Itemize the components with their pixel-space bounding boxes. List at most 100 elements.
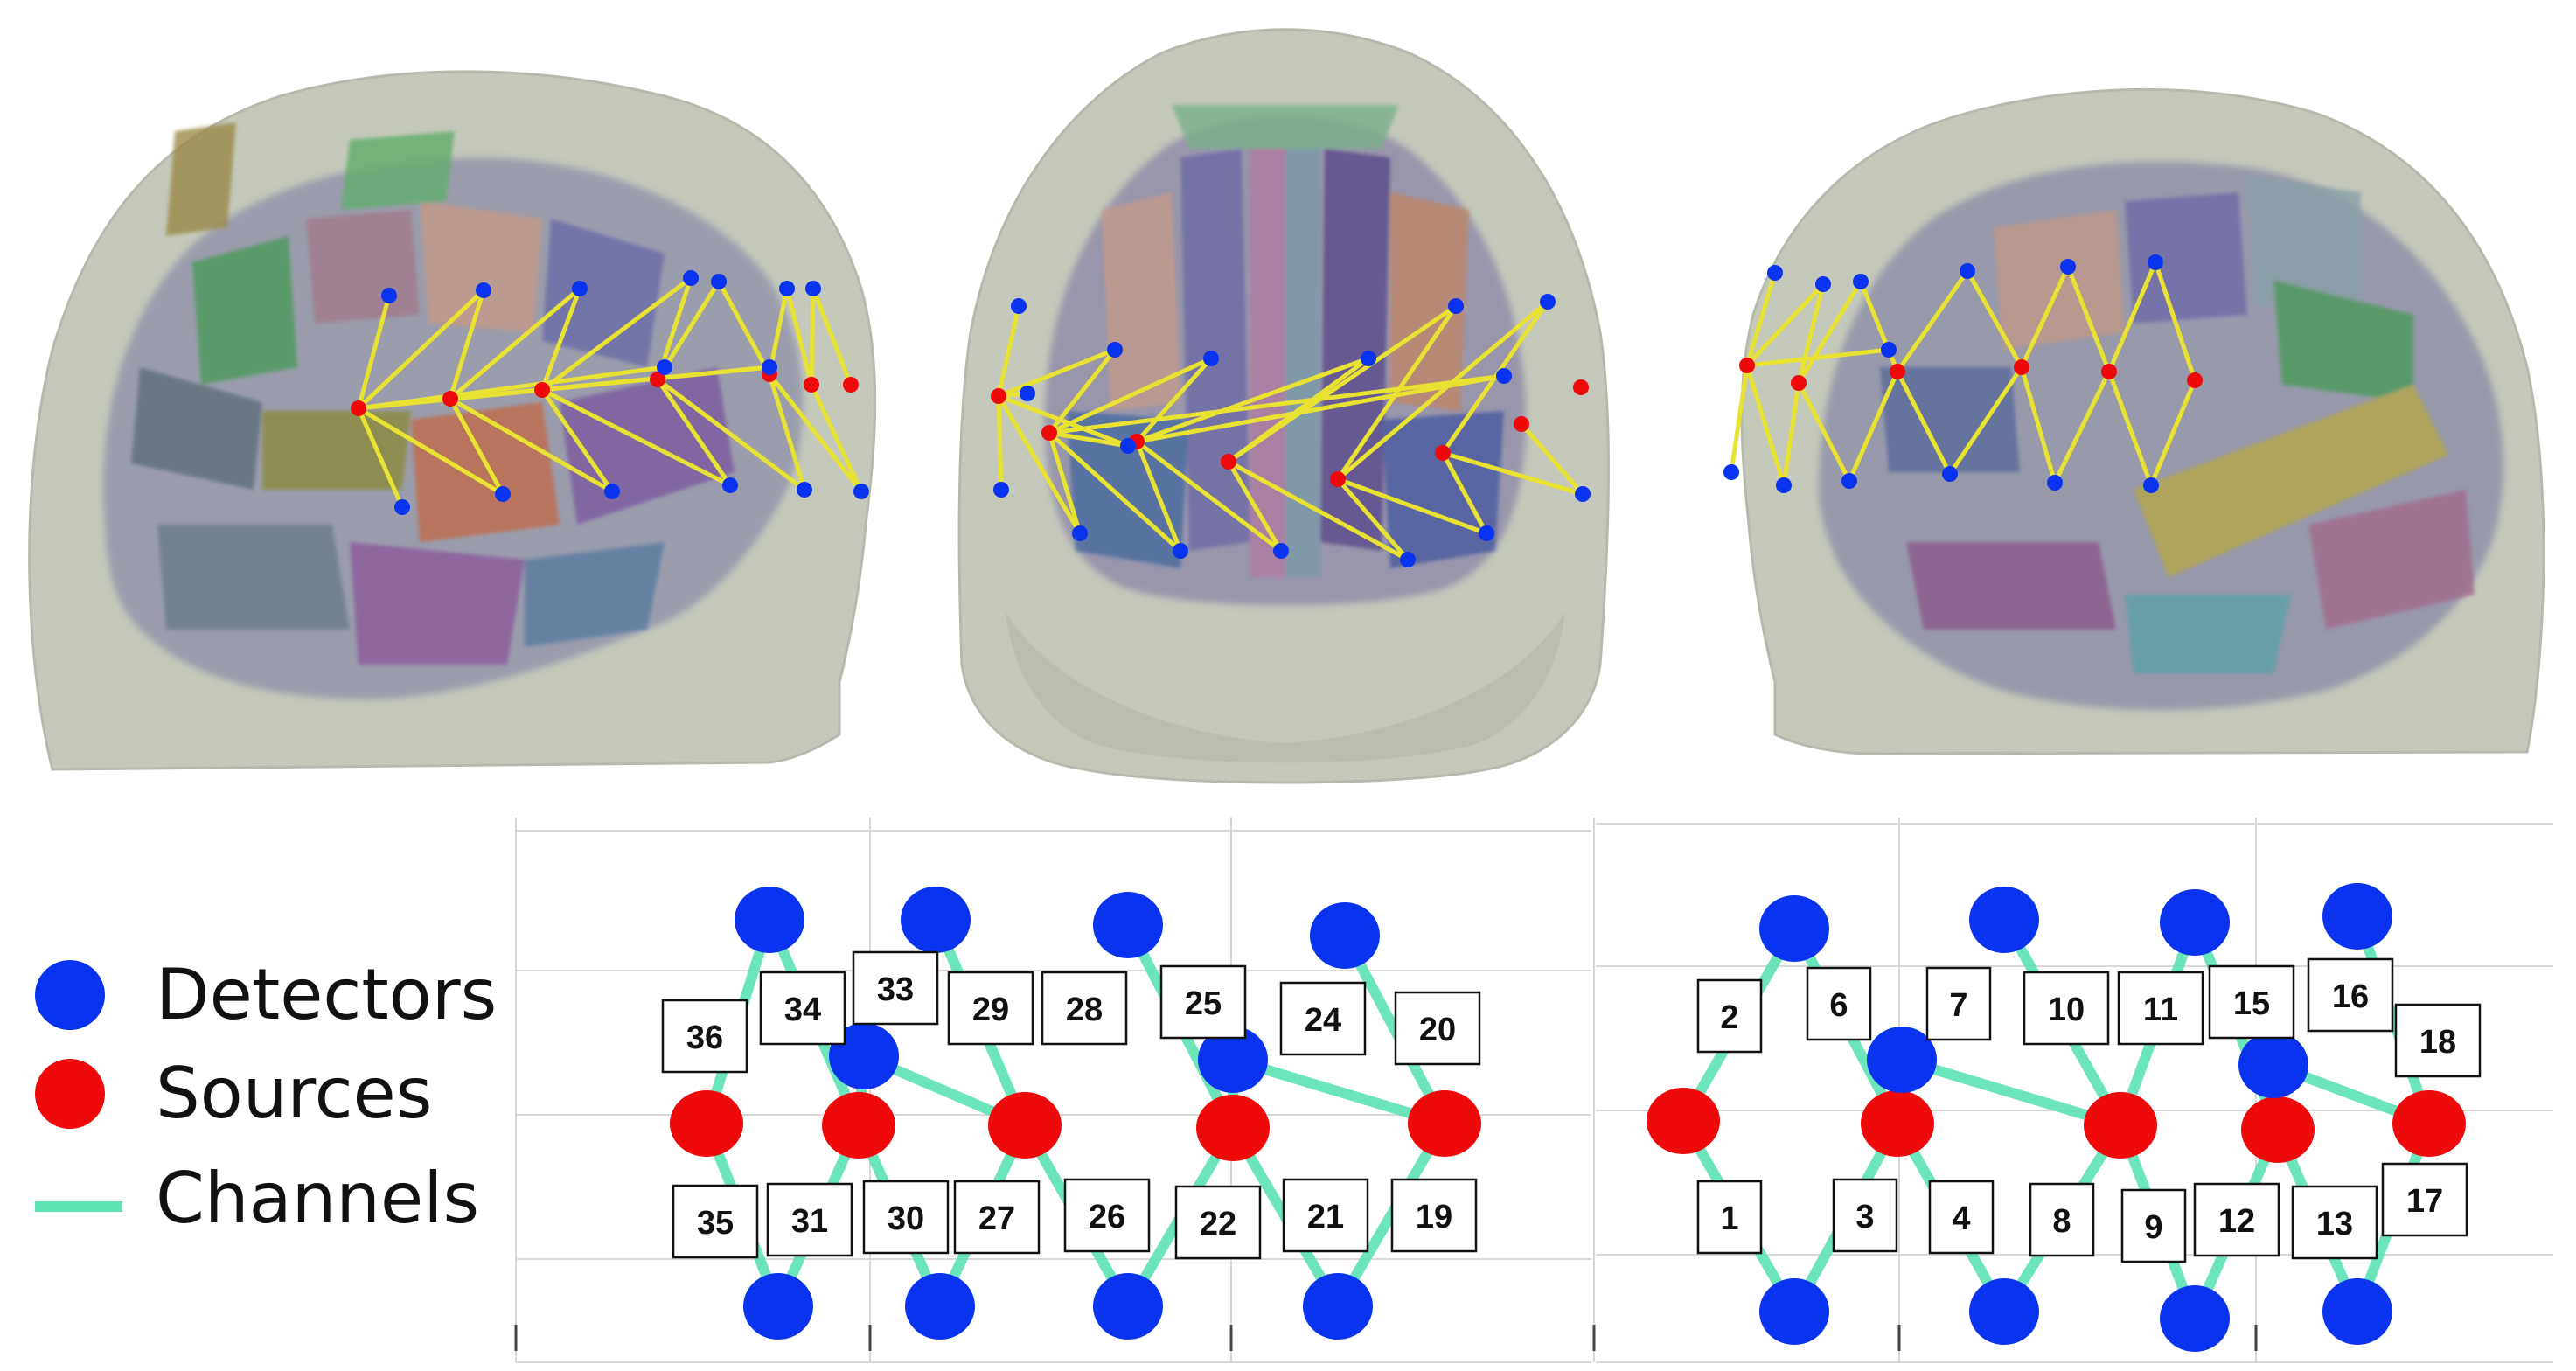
detector-optode xyxy=(1540,294,1556,310)
channel-label: 19 xyxy=(1390,1178,1478,1253)
channel-number: 8 xyxy=(2052,1203,2071,1240)
probe-link xyxy=(1796,280,1863,385)
channel-label-box xyxy=(661,999,748,1074)
detector-optode xyxy=(683,270,699,286)
channel-label: 12 xyxy=(2193,1182,2280,1257)
head-frontal-view xyxy=(957,28,1610,784)
source-optode xyxy=(670,1090,743,1157)
channel-label: 2 xyxy=(1696,978,1763,1054)
probe-link xyxy=(2106,261,2158,372)
detector-optode xyxy=(1759,895,1829,962)
probe-link xyxy=(1226,460,1284,553)
detector-optode xyxy=(604,484,620,499)
channel-number: 30 xyxy=(888,1200,924,1237)
detector-optode xyxy=(2160,889,2230,956)
region-patch xyxy=(1880,367,2020,472)
channel-number: 22 xyxy=(1200,1206,1236,1242)
channel-label: 10 xyxy=(2023,971,2110,1046)
channel-label: 22 xyxy=(1174,1185,1262,1260)
channel-label: 26 xyxy=(1063,1178,1151,1253)
probe-link xyxy=(358,365,770,411)
detector-optode xyxy=(394,499,410,515)
channel-label: 25 xyxy=(1159,964,1247,1040)
region-patch xyxy=(2125,192,2247,324)
channel-label-box xyxy=(1390,1178,1478,1253)
detector-optode xyxy=(1173,543,1188,559)
brain-parcellation-patches xyxy=(1880,175,2475,673)
region-patch xyxy=(1390,192,1469,411)
probe-link xyxy=(784,288,814,386)
probe-link xyxy=(1895,370,1953,476)
channel-number: 35 xyxy=(697,1205,734,1242)
source-legend-label: Sources xyxy=(156,1053,432,1134)
probe-link xyxy=(2019,265,2071,369)
channel-label-box xyxy=(1174,1185,1262,1260)
probe-link xyxy=(1335,304,1459,481)
detector-optode xyxy=(1011,298,1027,314)
channel-number: 13 xyxy=(2316,1206,2353,1242)
probe-link xyxy=(1227,303,1458,464)
channel-label-box xyxy=(862,1180,950,1255)
channel-label-box xyxy=(2193,1182,2280,1257)
channel-number: 34 xyxy=(784,992,821,1028)
source-optode xyxy=(2187,372,2203,388)
region-patch xyxy=(166,122,236,236)
detector-optode xyxy=(1881,342,1897,358)
probe-link xyxy=(449,396,614,494)
channel-label: 21 xyxy=(1282,1178,1369,1253)
detector-optode xyxy=(1759,1278,1829,1345)
probe-link xyxy=(1048,430,1129,449)
channel-label-box xyxy=(1806,966,1872,1041)
region-patch xyxy=(1180,149,1250,551)
region-patch xyxy=(306,210,420,324)
channel-label: 20 xyxy=(1394,991,1481,1066)
detector-optode xyxy=(1120,438,1136,454)
detector-optode xyxy=(1093,1273,1163,1340)
channel-number: 18 xyxy=(2419,1024,2456,1061)
channel-link xyxy=(1228,1054,1450,1129)
detector-optode xyxy=(1479,525,1494,541)
head-left-lateral-view xyxy=(28,70,877,771)
region-patch xyxy=(1172,105,1399,149)
detector-optode xyxy=(1776,477,1792,493)
probe-link xyxy=(768,372,863,493)
probe-link xyxy=(1336,300,1549,481)
optode-markers xyxy=(670,883,2466,1352)
probe-link xyxy=(1136,356,1369,444)
source-optode xyxy=(1408,1090,1481,1157)
channel-label-box xyxy=(953,1180,1041,1255)
detector-optode xyxy=(1303,1273,1373,1340)
channel-label-box xyxy=(2029,1182,2095,1257)
probe-link xyxy=(540,388,615,493)
channel-label-box xyxy=(1394,991,1481,1066)
channel-number: 3 xyxy=(1855,1199,1874,1235)
region-patch xyxy=(2308,490,2475,630)
source-optode xyxy=(1330,471,1346,487)
region-patch xyxy=(1906,542,2116,630)
detector-optode xyxy=(657,359,672,375)
probe-link xyxy=(1048,356,1213,435)
source-optode xyxy=(1791,375,1807,391)
probe-link xyxy=(1781,382,1801,486)
detector-optode xyxy=(1575,486,1591,502)
region-patch xyxy=(131,367,262,490)
detector-optode xyxy=(476,282,491,298)
source-optode xyxy=(1196,1095,1270,1161)
detector-optode xyxy=(1867,1027,1937,1093)
channel-label-box xyxy=(672,1184,759,1259)
channel-number: 25 xyxy=(1185,985,1222,1022)
detector-optode xyxy=(1853,274,1869,289)
detector-optode xyxy=(1361,351,1376,366)
channel-number: 15 xyxy=(2233,985,2270,1022)
channel-number: 6 xyxy=(1829,987,1848,1024)
probe-link xyxy=(1047,432,1083,534)
channel-label-box xyxy=(1041,971,1128,1046)
probe-link xyxy=(1134,441,1183,552)
channel-number: 12 xyxy=(2218,1203,2255,1240)
channel-label-box xyxy=(759,971,846,1046)
channel-number: 36 xyxy=(686,1020,723,1056)
source-optode xyxy=(2084,1092,2157,1159)
source-optode xyxy=(1221,454,1236,470)
detector-legend-label: Detectors xyxy=(156,954,497,1035)
source-optode xyxy=(534,382,550,398)
